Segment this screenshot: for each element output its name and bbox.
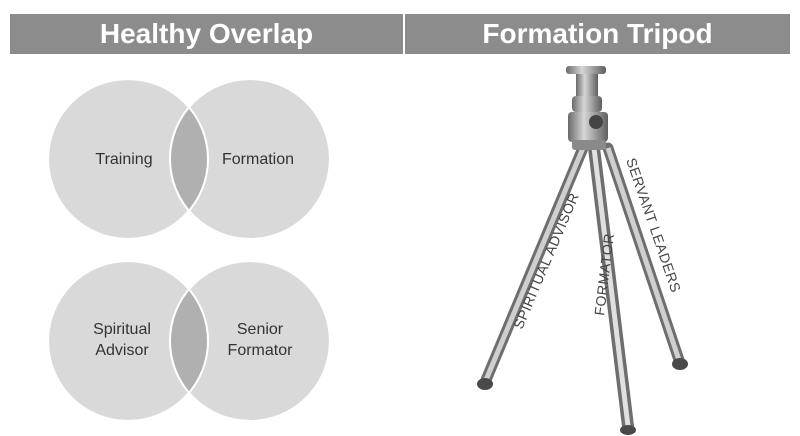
leg-label-spiritual-advisor: SPIRITUAL ADVISOR bbox=[510, 190, 582, 331]
label-senior: Senior bbox=[237, 321, 284, 338]
venn-training-formation: Training Formation bbox=[47, 78, 331, 240]
label-spiritual: Spiritual bbox=[93, 321, 151, 338]
tripod-leg-right bbox=[602, 142, 688, 370]
tripod-illustration: SPIRITUAL ADVISOR FORMATOR SERVANT LEADE… bbox=[477, 66, 688, 435]
header-divider bbox=[403, 14, 405, 54]
healthy-overlap-title: Healthy Overlap bbox=[99, 18, 314, 49]
label-formation: Formation bbox=[222, 151, 294, 168]
label-advisor: Advisor bbox=[95, 342, 149, 359]
tripod-leg-left bbox=[477, 142, 589, 390]
header-bar: Healthy Overlap Formation Tripod bbox=[10, 14, 790, 54]
label-training: Training bbox=[95, 151, 152, 168]
tripod-leg-center bbox=[588, 142, 636, 435]
venn-advisor-formator: Spiritual Advisor Senior Formator bbox=[47, 260, 331, 422]
formation-tripod-title: Formation Tripod bbox=[482, 18, 713, 49]
label-formator: Formator bbox=[228, 342, 294, 359]
tripod-head bbox=[566, 66, 608, 150]
